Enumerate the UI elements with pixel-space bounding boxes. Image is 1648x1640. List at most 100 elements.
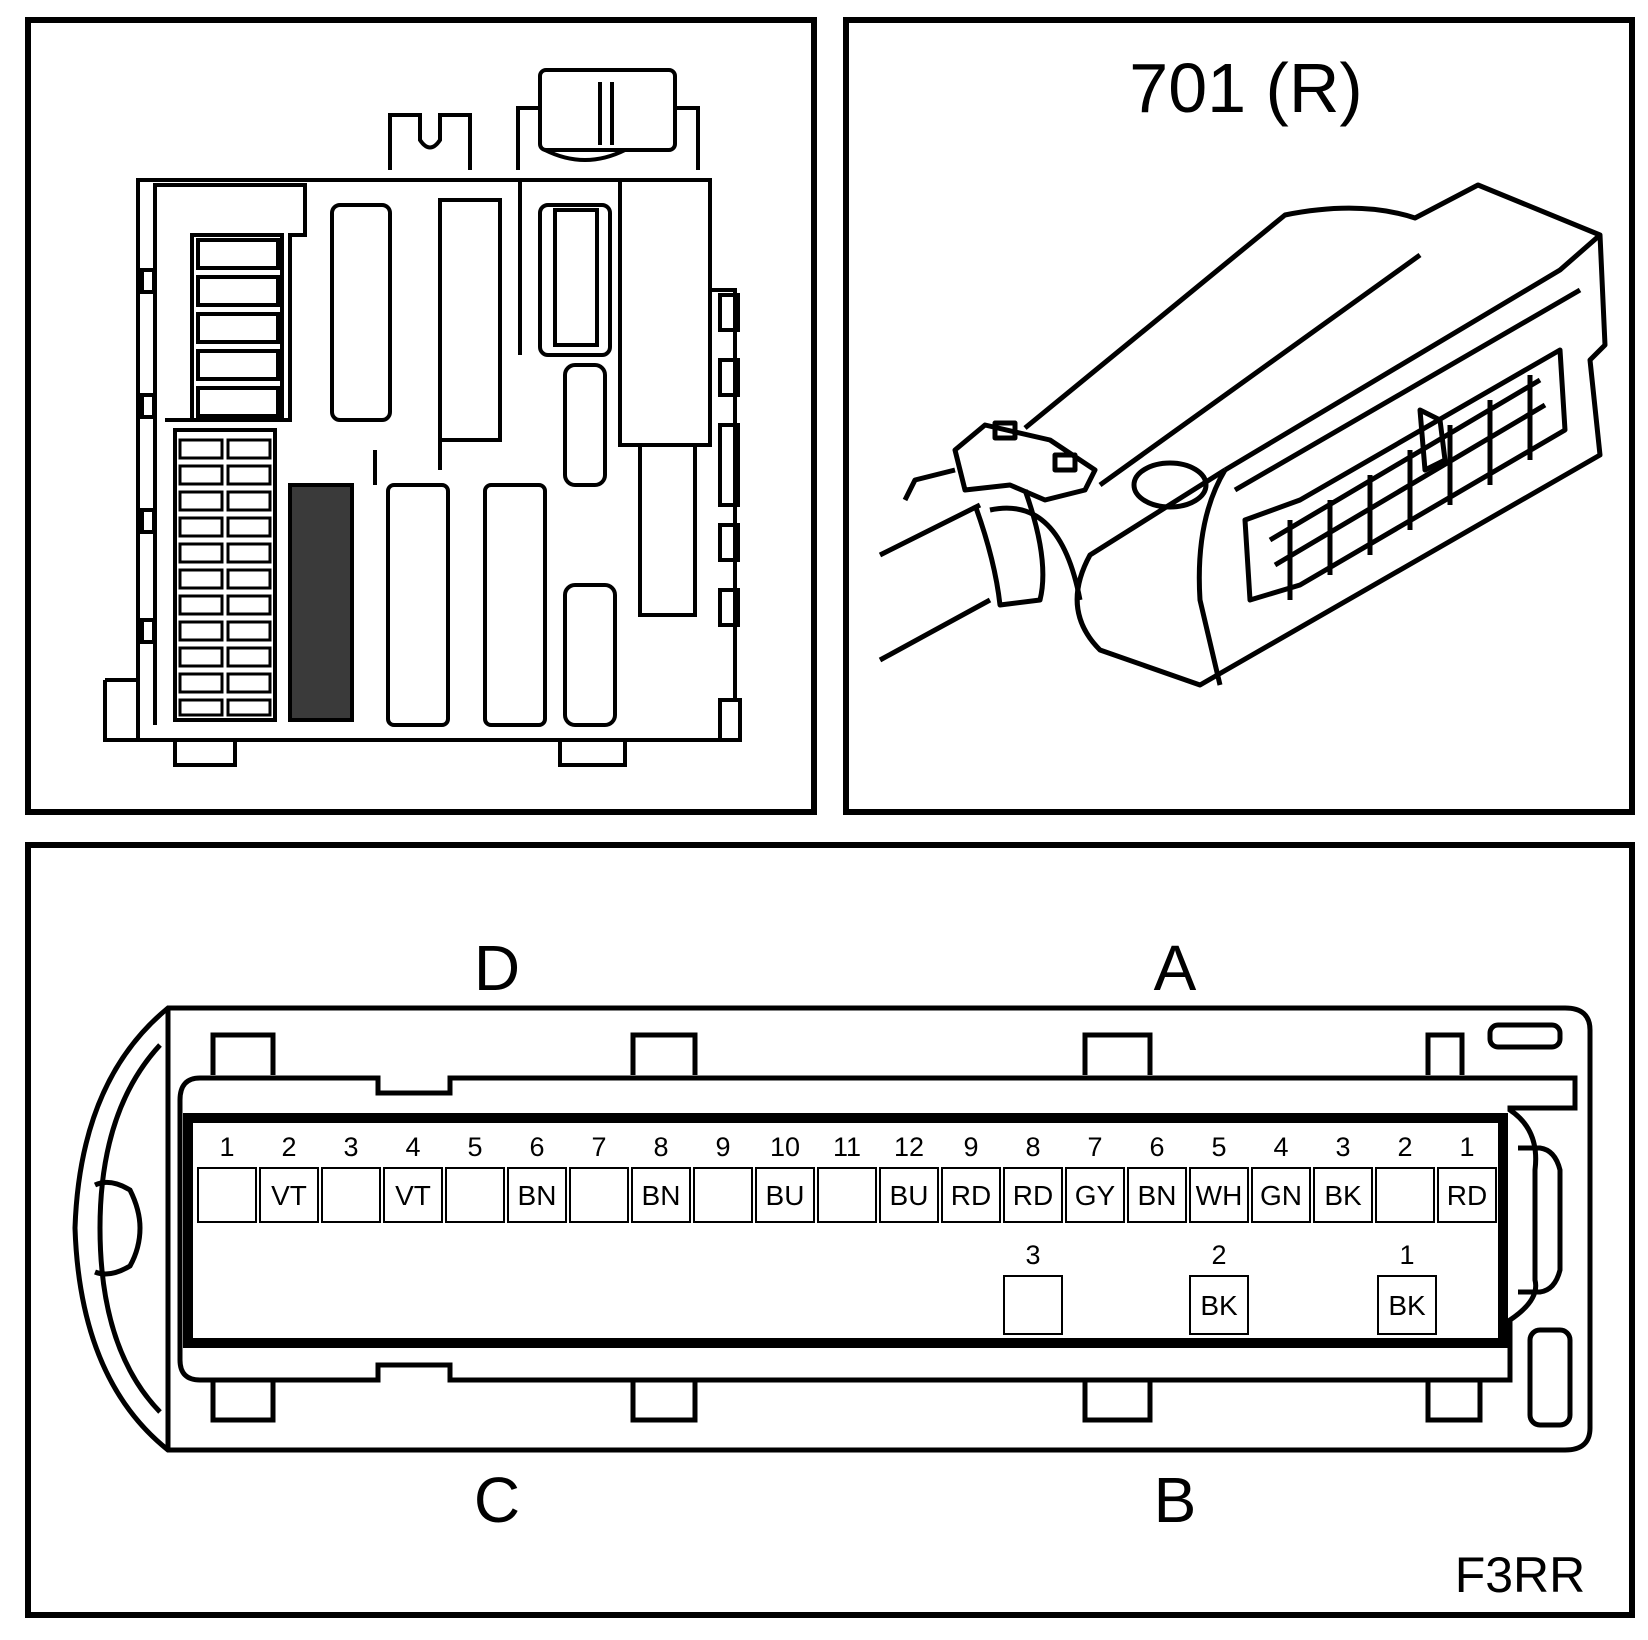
wire-color: BU (890, 1180, 929, 1211)
lower-pin: 3 (1003, 1240, 1063, 1335)
pin-number: 2 (1211, 1240, 1226, 1270)
upper-pin: 9 (693, 1132, 753, 1223)
pin-number: 2 (1397, 1132, 1412, 1162)
pin-number: 10 (770, 1132, 800, 1162)
pin-number: 5 (1211, 1132, 1226, 1162)
side-label-d: D (474, 932, 520, 1004)
upper-pin: 6BN (507, 1132, 567, 1223)
connector-face-outline (72, 1005, 1593, 1453)
pin-cavity (1251, 1167, 1311, 1223)
wire-color: RD (1013, 1180, 1053, 1211)
upper-pin: 1 (197, 1132, 257, 1223)
connector-perspective-drawing (878, 182, 1608, 688)
pin-cavity (445, 1167, 505, 1223)
pin-cavity (1377, 1275, 1437, 1335)
lower-pin: 1BK (1377, 1240, 1437, 1335)
pin-cavity (1065, 1167, 1125, 1223)
pin-cavity (631, 1167, 691, 1223)
wire-color: BN (1138, 1180, 1177, 1211)
upper-pin: 5WH (1189, 1132, 1249, 1223)
pin-cavity (321, 1167, 381, 1223)
pin-number: 9 (963, 1132, 978, 1162)
pin-number: 3 (1025, 1240, 1040, 1270)
pin-cavity (569, 1167, 629, 1223)
wire-color: GY (1075, 1180, 1116, 1211)
pin-cavity (1375, 1167, 1435, 1223)
upper-pin: 5 (445, 1132, 505, 1223)
upper-pin: 9RD (941, 1132, 1001, 1223)
wire-color: BN (518, 1180, 557, 1211)
upper-pin: 2VT (259, 1132, 319, 1223)
pin-number: 4 (405, 1132, 420, 1162)
wire-color: BU (766, 1180, 805, 1211)
upper-pin: 6BN (1127, 1132, 1187, 1223)
pin-number: 7 (1087, 1132, 1102, 1162)
wire-color: VT (395, 1180, 431, 1211)
pin-cavity (1003, 1275, 1063, 1335)
pin-cavity (1437, 1167, 1497, 1223)
pin-number: 2 (281, 1132, 296, 1162)
pin-cavity (1313, 1167, 1373, 1223)
pin-cavity (1003, 1167, 1063, 1223)
wire-color: RD (951, 1180, 991, 1211)
upper-pin: 3BK (1313, 1132, 1373, 1223)
upper-pin: 7 (569, 1132, 629, 1223)
wire-color: GN (1260, 1180, 1302, 1211)
pin-cavity (1189, 1167, 1249, 1223)
pin-number: 3 (1335, 1132, 1350, 1162)
wire-color: WH (1196, 1180, 1243, 1211)
pin-number: 1 (1459, 1132, 1474, 1162)
pin-number: 6 (1149, 1132, 1164, 1162)
wire-color: RD (1447, 1180, 1487, 1211)
upper-pin: 3 (321, 1132, 381, 1223)
wire-color: BN (642, 1180, 681, 1211)
wire-color: BK (1388, 1290, 1426, 1321)
pin-number: 6 (529, 1132, 544, 1162)
upper-pin: 7GY (1065, 1132, 1125, 1223)
pin-cavity (941, 1167, 1001, 1223)
upper-pin: 2 (1375, 1132, 1435, 1223)
pin-number: 8 (653, 1132, 668, 1162)
pinout-panel (25, 842, 1635, 1618)
pin-cavity (383, 1167, 443, 1223)
pin-cavity (879, 1167, 939, 1223)
side-label-a: A (1154, 932, 1197, 1004)
pin-number: 5 (467, 1132, 482, 1162)
pin-number: 12 (894, 1132, 924, 1162)
pin-cavity (755, 1167, 815, 1223)
connector-panel (843, 17, 1635, 815)
side-label-c: C (474, 1464, 520, 1536)
fusebox-drawing (103, 68, 742, 767)
pin-number: 8 (1025, 1132, 1040, 1162)
pin-number: 7 (591, 1132, 606, 1162)
pin-cavity (507, 1167, 567, 1223)
pin-cavity (1127, 1167, 1187, 1223)
upper-pin: 4GN (1251, 1132, 1311, 1223)
pin-number: 9 (715, 1132, 730, 1162)
pin-number: 3 (343, 1132, 358, 1162)
lower-pin: 2BK (1189, 1240, 1249, 1335)
pin-cavity (259, 1167, 319, 1223)
upper-pin: 8RD (1003, 1132, 1063, 1223)
wire-color: BK (1324, 1180, 1362, 1211)
drawing-code: F3RR (1455, 1547, 1586, 1603)
wire-color: VT (271, 1180, 307, 1211)
pin-number: 11 (833, 1132, 861, 1162)
upper-pin: 8BN (631, 1132, 691, 1223)
pin-cavity (1189, 1275, 1249, 1335)
pin-cavity (817, 1167, 877, 1223)
upper-pin: 11 (817, 1132, 877, 1223)
pin-number: 1 (219, 1132, 234, 1162)
pin-number: 1 (1399, 1240, 1414, 1270)
connector-id: 701 (R) (1129, 49, 1362, 127)
pin-cavity (693, 1167, 753, 1223)
side-label-b: B (1154, 1464, 1197, 1536)
pin-cavity (197, 1167, 257, 1223)
wire-color: BK (1200, 1290, 1238, 1321)
fusebox-panel (25, 17, 817, 815)
